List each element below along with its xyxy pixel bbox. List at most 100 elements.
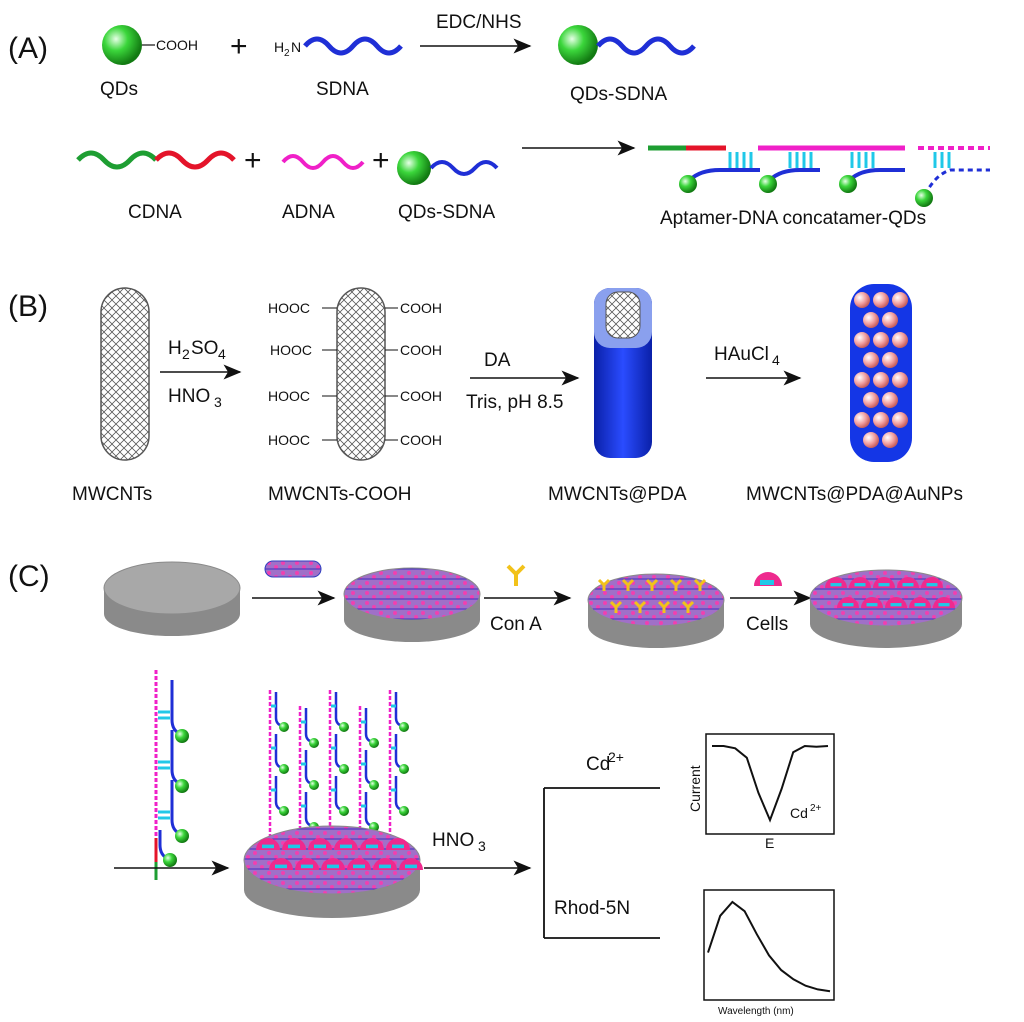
gold-nanoparticle bbox=[892, 292, 908, 308]
gold-nanoparticle bbox=[873, 292, 889, 308]
da-label: DA bbox=[484, 350, 511, 371]
tris-label: Tris, pH 8.5 bbox=[466, 392, 564, 413]
gold-nanoparticle bbox=[863, 352, 879, 368]
hooc-label: HOOC bbox=[270, 342, 312, 358]
cell-nucleus bbox=[340, 844, 352, 849]
mwcnts-cooh-label: MWCNTs-COOH bbox=[268, 484, 412, 505]
cell-nucleus bbox=[327, 864, 339, 869]
edc-arrow: EDC/NHS bbox=[420, 12, 532, 54]
edc-nhs-label: EDC/NHS bbox=[436, 12, 522, 33]
gold-nanoparticle bbox=[873, 412, 889, 428]
quantum-dot-icon bbox=[399, 764, 409, 774]
quantum-dot-icon bbox=[759, 175, 777, 193]
qds-sdna-reagent: QDs-SDNA bbox=[397, 151, 499, 223]
bare-electrode bbox=[103, 561, 241, 636]
amine-h: H bbox=[274, 39, 284, 55]
quantum-dot-icon bbox=[369, 780, 379, 790]
h2so4-h: H bbox=[168, 338, 182, 359]
con-a-electrode bbox=[587, 573, 725, 648]
con-a-marker bbox=[681, 600, 695, 613]
cell-nucleus bbox=[890, 603, 902, 607]
panel-label-b: (B) bbox=[8, 290, 48, 323]
hno3-main-c: HNO bbox=[432, 830, 474, 851]
mwcnts-pda-aunps-label: MWCNTs@PDA@AuNPs bbox=[746, 484, 963, 505]
gold-nanoparticle bbox=[892, 372, 908, 388]
quantum-dot-icon bbox=[279, 722, 289, 732]
rhod-label: Rhod-5N bbox=[554, 898, 630, 919]
qds-sdna-product: QDs-SDNA bbox=[558, 25, 696, 105]
cell-nucleus bbox=[842, 603, 854, 607]
quantum-dot-icon bbox=[339, 764, 349, 774]
signal-strand bbox=[274, 776, 283, 812]
nanotube-arrow bbox=[252, 560, 336, 606]
adna-label: ADNA bbox=[282, 202, 335, 223]
plot1-annot: Cd bbox=[790, 805, 808, 821]
gold-nanoparticle bbox=[863, 432, 879, 448]
gold-nanoparticle bbox=[863, 392, 879, 408]
cell-nucleus bbox=[854, 583, 866, 587]
h2so4-so: SO bbox=[191, 338, 218, 359]
quantum-dot-icon bbox=[309, 738, 319, 748]
plot1-ylabel: Current bbox=[687, 765, 703, 812]
plus-sign: + bbox=[230, 30, 248, 63]
cell-nucleus bbox=[902, 583, 914, 587]
gold-nanoparticle bbox=[882, 432, 898, 448]
nanotube-icon bbox=[264, 560, 322, 578]
signal-strand bbox=[334, 734, 343, 770]
signal-strand bbox=[334, 692, 343, 728]
con-a-icon bbox=[506, 564, 526, 577]
gold-nanoparticle bbox=[882, 312, 898, 328]
hooc-label: HOOC bbox=[268, 300, 310, 316]
quantum-dot-icon bbox=[915, 189, 933, 207]
con-a-marker bbox=[633, 600, 647, 613]
signal-strand bbox=[304, 708, 313, 744]
gold-nanoparticle bbox=[873, 372, 889, 388]
con-a-marker bbox=[645, 578, 659, 591]
gold-nanoparticle bbox=[854, 412, 870, 428]
haucl-main: HAuCl bbox=[714, 344, 769, 365]
con-a-marker bbox=[597, 578, 611, 591]
haucl-arrow: HAuCl 4 bbox=[706, 344, 802, 386]
signal-strand bbox=[274, 734, 283, 770]
signal-strand bbox=[394, 734, 403, 770]
hno3-sub: 3 bbox=[214, 394, 222, 410]
plot2-xlabel: Wavelength (nm) bbox=[718, 1006, 794, 1017]
quantum-dot-icon bbox=[679, 175, 697, 193]
quantum-dot-icon bbox=[339, 722, 349, 732]
gold-nanoparticle bbox=[863, 312, 879, 328]
cell-nucleus bbox=[914, 603, 926, 607]
cells-label: Cells bbox=[746, 614, 788, 635]
quantum-dot-icon bbox=[369, 738, 379, 748]
signal-strand bbox=[394, 776, 403, 812]
gold-nanoparticle bbox=[892, 332, 908, 348]
con-a-marker bbox=[621, 578, 635, 591]
cell-nucleus bbox=[405, 864, 417, 869]
quantum-dot-icon bbox=[279, 806, 289, 816]
plot1-xlabel: E bbox=[765, 835, 774, 851]
qds-sdna-label-2: QDs-SDNA bbox=[398, 202, 495, 223]
concatamer-label: Aptamer-DNA concatamer-QDs bbox=[660, 208, 926, 229]
sdna-strand bbox=[303, 36, 403, 56]
cdna: CDNA bbox=[76, 150, 236, 223]
hno3-main: HNO bbox=[168, 386, 210, 407]
signal-strand bbox=[394, 692, 403, 728]
cooh-label: COOH bbox=[400, 388, 442, 404]
panel-label-c: (C) bbox=[8, 560, 50, 593]
gold-nanoparticle bbox=[882, 352, 898, 368]
signal-strand bbox=[334, 776, 343, 812]
quantum-dot-icon bbox=[397, 151, 431, 185]
cell-nucleus bbox=[392, 844, 404, 849]
mwcnt-tube: MWCNTs bbox=[72, 287, 152, 505]
sdna-label: SDNA bbox=[316, 79, 369, 100]
gold-nanoparticle bbox=[873, 332, 889, 348]
mwcnt-cooh: HOOC HOOC HOOC HOOC COOH COOH COOH COOH … bbox=[268, 287, 442, 505]
haucl-sub: 4 bbox=[772, 352, 780, 368]
con-a-arrow: Con A bbox=[484, 564, 572, 635]
signal-strand bbox=[364, 750, 373, 786]
con-a-marker bbox=[669, 578, 683, 591]
adna: ADNA bbox=[281, 154, 365, 223]
hooc-label: HOOC bbox=[268, 388, 310, 404]
plot1-curve bbox=[712, 744, 829, 823]
branch-bracket bbox=[543, 787, 660, 939]
